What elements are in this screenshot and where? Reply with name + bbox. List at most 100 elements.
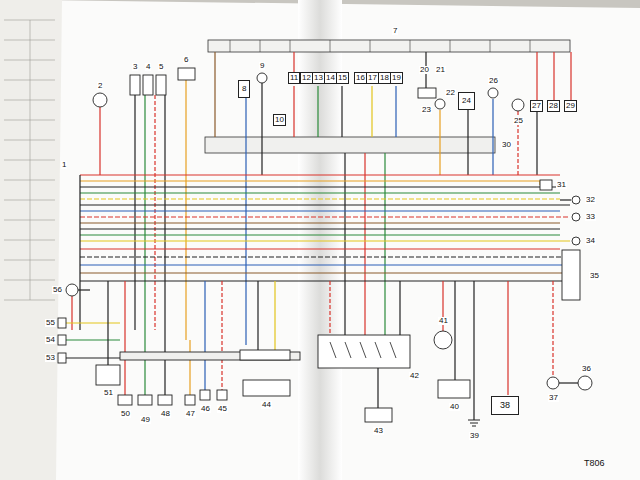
callout-number: 40 (449, 403, 460, 411)
table-rule (4, 280, 55, 281)
callout-number: 32 (585, 196, 596, 204)
relay (365, 408, 392, 422)
component-box: 17 (366, 72, 379, 84)
callout-number: 56 (52, 286, 63, 294)
connector (438, 380, 470, 398)
callout-number: 39 (469, 432, 480, 440)
pin (490, 40, 491, 52)
callout-number: 30 (501, 141, 512, 149)
callout-number: 6 (183, 56, 189, 64)
contact (360, 342, 366, 358)
table-rule (30, 20, 31, 300)
wire (261, 83, 262, 175)
wire (164, 95, 165, 330)
callout-number: 2 (97, 82, 103, 90)
component-box: 24 (458, 92, 475, 110)
callout-number: 10 (275, 115, 284, 124)
connector (143, 75, 153, 95)
wire (552, 281, 553, 377)
callout-number: 48 (160, 410, 171, 418)
table-rule (4, 80, 55, 81)
lamp-symbol (547, 377, 559, 389)
pin (330, 40, 331, 52)
switch-block (318, 335, 410, 368)
components (58, 68, 592, 422)
connector (58, 335, 66, 345)
connector (185, 395, 195, 405)
callout-number: 34 (585, 237, 596, 245)
wire (189, 340, 190, 395)
wire (80, 186, 560, 187)
callout-number: 54 (45, 336, 56, 344)
callout-number: 11 (290, 73, 298, 82)
ground-bar (472, 426, 476, 427)
callout-number: 8 (242, 84, 246, 93)
wire (80, 272, 562, 273)
component-box: 11 (288, 72, 300, 84)
table-rule (4, 60, 55, 61)
component-box: 13 (312, 72, 325, 84)
wire (144, 330, 145, 395)
component-box: 15 (336, 72, 349, 84)
callout-number: 3 (132, 63, 138, 71)
callout-number: 45 (217, 405, 228, 413)
pin (410, 40, 411, 52)
callout-number: 1 (61, 161, 67, 169)
callout-number: 7 (392, 27, 398, 35)
wire (80, 228, 560, 229)
callout-number: 9 (259, 62, 265, 70)
wire (80, 216, 570, 217)
table-rule (4, 180, 55, 181)
switch-symbol (66, 284, 78, 296)
contact (390, 342, 396, 358)
callout-number: 29 (566, 101, 575, 110)
wire (66, 322, 120, 323)
harness-band (205, 137, 495, 153)
wire (80, 240, 570, 241)
right-page (40, 0, 640, 480)
lamp-symbol (257, 73, 267, 83)
wire (99, 107, 100, 175)
lamp-symbol (578, 376, 592, 390)
connector (240, 350, 290, 360)
table-rule (4, 220, 55, 221)
wire (154, 95, 155, 330)
wire (71, 296, 72, 330)
wire (164, 330, 165, 395)
wire (536, 112, 537, 175)
wire (293, 52, 294, 72)
connector-pins (230, 40, 530, 52)
component-box: 16 (354, 72, 367, 84)
callout-number: 36 (581, 365, 592, 373)
callout-number: 27 (532, 101, 541, 110)
wire (341, 86, 342, 137)
wire (317, 86, 318, 137)
callout-number: 18 (380, 73, 389, 82)
lamp-symbol (488, 88, 498, 98)
wire (107, 281, 108, 365)
ground-bar (468, 420, 480, 421)
component-box: 27 (530, 100, 543, 112)
callout-number: 44 (261, 401, 272, 409)
table-rule (4, 200, 55, 201)
callout-number: 38 (500, 400, 510, 410)
component-box: 29 (564, 100, 577, 112)
callout-number: 22 (445, 89, 456, 97)
table-rule (4, 100, 55, 101)
callout-number: 24 (462, 96, 471, 105)
wire (329, 281, 330, 335)
wire (80, 248, 560, 249)
callout-number: 35 (589, 272, 600, 280)
callout-number: 53 (45, 354, 56, 362)
wire (80, 210, 560, 211)
contact (345, 342, 351, 358)
lamp-symbol (93, 93, 107, 107)
callout-number: 19 (392, 73, 401, 82)
wire (371, 86, 372, 137)
wire (344, 153, 345, 335)
callout-number: 43 (373, 427, 384, 435)
wire (559, 382, 578, 383)
component-box: 28 (547, 100, 560, 112)
